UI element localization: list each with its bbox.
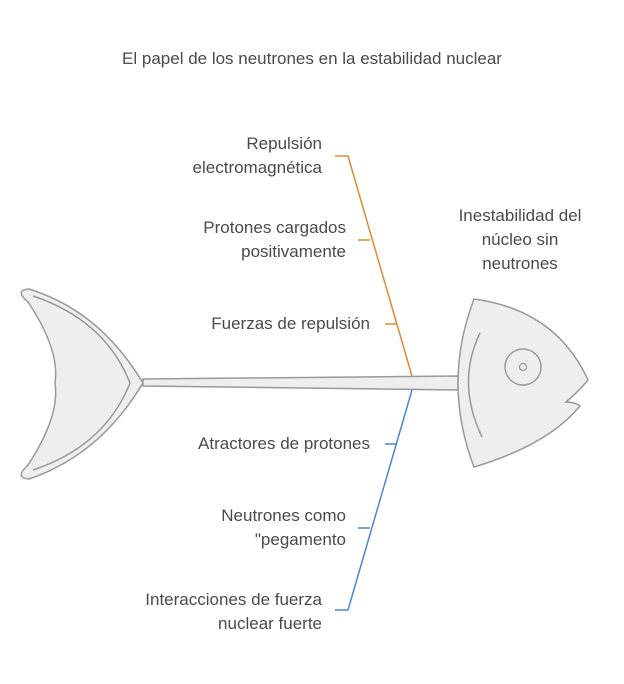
cause-line: Neutrones como: [221, 506, 346, 525]
fish-pupil: [518, 362, 528, 372]
bottom-bone: [335, 389, 413, 611]
effect-line: neutrones: [482, 254, 558, 273]
effect-line: Inestabilidad del: [458, 206, 582, 225]
cause-protones-cargados: Protones cargados positivamente: [203, 216, 346, 264]
cause-line: positivamente: [241, 242, 346, 261]
cause-line: Fuerzas de repulsión: [211, 314, 370, 333]
fish-tail: [20, 288, 144, 480]
cause-line: electromagnética: [192, 158, 322, 177]
cause-line: Interacciones de fuerza: [145, 590, 322, 609]
effect-line: núcleo sin: [481, 230, 559, 249]
fish-gill: [467, 332, 483, 438]
cause-repulsion-electromagnetica: Repulsión electromagnética: [193, 132, 322, 180]
cause-interacciones-fuerza-nuclear: Interacciones de fuerza nuclear fuerte: [145, 588, 322, 636]
fish-eye: [504, 348, 542, 386]
cause-line: "pegamento: [254, 530, 346, 549]
top-bone: [335, 155, 413, 377]
diagram-title: El papel de los neutrones en la estabili…: [122, 49, 502, 68]
cause-neutrones-pegamento: Neutrones como "pegamento: [221, 504, 346, 552]
fish-spine: [142, 375, 459, 391]
fish-tail-inner-curve: [32, 295, 131, 471]
effect-label: Inestabilidad del núcleo sin neutrones: [436, 204, 604, 276]
cause-atractores-protones: Atractores de protones: [198, 432, 370, 456]
cause-line: Atractores de protones: [198, 434, 370, 453]
cause-line: nuclear fuerte: [218, 614, 322, 633]
cause-line: Protones cargados: [203, 218, 346, 237]
cause-fuerzas-repulsion: Fuerzas de repulsión: [211, 312, 370, 336]
cause-line: Repulsión: [246, 134, 322, 153]
